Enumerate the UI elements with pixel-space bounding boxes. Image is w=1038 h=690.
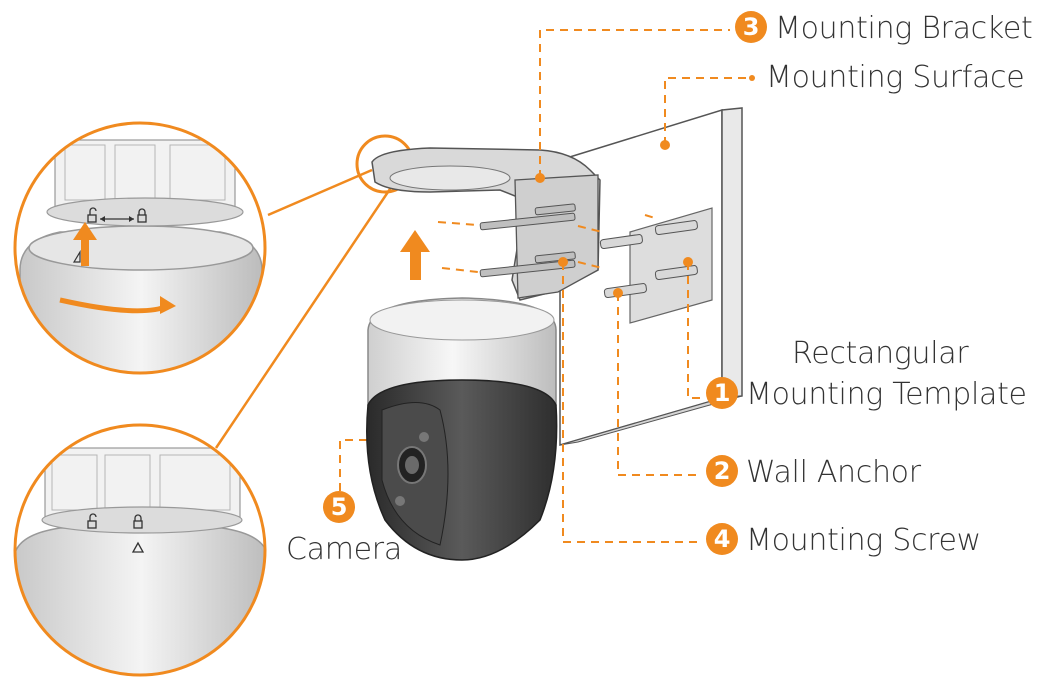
callout-mounting-surface: Mounting Surface [766, 60, 1025, 95]
callout-number-badge: 1 [706, 376, 738, 409]
callout-number-badge: 5 [323, 490, 355, 523]
callout-label: Camera [286, 532, 402, 567]
zoom-detail-unlocked [15, 123, 265, 373]
callout-number-badge: 3 [735, 10, 767, 43]
callout-number-badge: 4 [706, 522, 738, 555]
mounting-screws [479, 203, 576, 278]
zoom-detail-locked [15, 425, 265, 675]
callout-template-line1: Rectangular [792, 336, 969, 371]
callout-label: Mounting Screw [746, 523, 981, 558]
triangle-mark-icon [131, 541, 145, 553]
callout-camera: Camera [286, 533, 402, 567]
zoom-connector-line [214, 185, 394, 449]
double-arrow-icon [100, 216, 134, 222]
up-arrow-icon [400, 230, 430, 280]
callout-number-badge: 2 [706, 454, 738, 487]
callout-label: Rectangular [792, 336, 969, 371]
camera [366, 297, 558, 561]
triangle-mark-icon [72, 249, 81, 263]
lock-icon [133, 514, 143, 529]
unlock-icon [87, 513, 97, 529]
up-arrow-icon [73, 222, 97, 266]
callout-label: Wall Anchor [746, 455, 921, 490]
callout-camera-number: 5 [323, 490, 363, 526]
zoom-circle-top [13, 121, 267, 375]
callout-label: Mounting Surface [766, 60, 1025, 95]
callout-label: Mounting Template [746, 377, 1027, 412]
callout-label: Mounting Bracket [775, 11, 1033, 46]
dashed-guides [339, 29, 750, 543]
lock-icon [137, 208, 147, 223]
zoom-circle-bottom [13, 423, 267, 677]
zoom-connector-line [267, 168, 373, 217]
unlock-icon [87, 207, 97, 223]
